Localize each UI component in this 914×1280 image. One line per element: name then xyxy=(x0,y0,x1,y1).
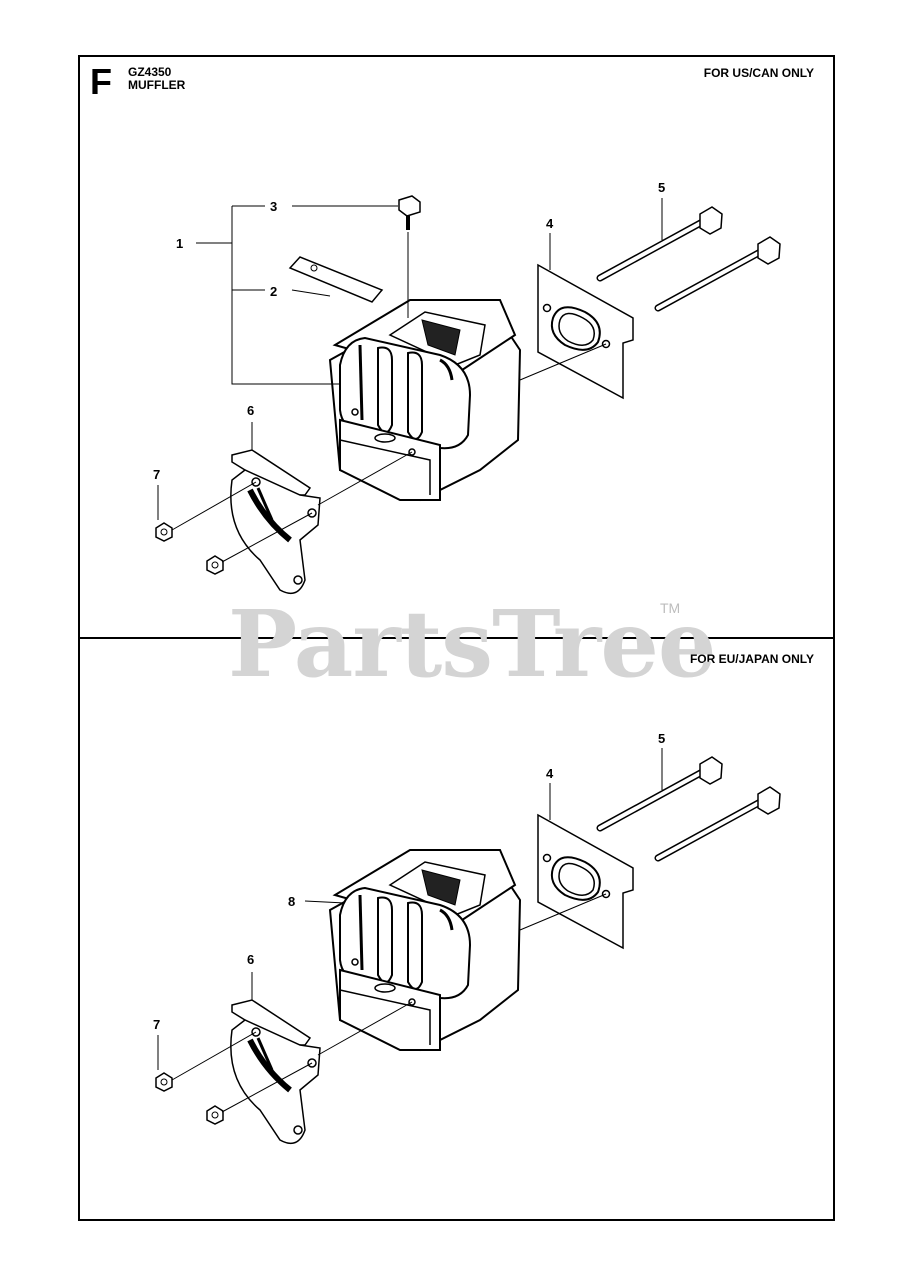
nut-part xyxy=(155,522,173,542)
callout-6: 6 xyxy=(247,952,254,967)
bolt-part xyxy=(600,757,722,828)
nut-part xyxy=(155,1072,173,1092)
watermark-trademark: TM xyxy=(660,600,681,616)
nut-part xyxy=(206,555,224,575)
callout-6: 6 xyxy=(247,403,254,418)
callout-8: 8 xyxy=(288,894,295,909)
callout-4: 4 xyxy=(546,216,554,231)
bracket-part xyxy=(231,1000,320,1143)
model-number: GZ4350 xyxy=(128,65,172,79)
panel-eu-japan-drawing xyxy=(155,748,780,1143)
muffler-part xyxy=(328,298,522,502)
callout-4: 4 xyxy=(546,766,554,781)
gasket-part xyxy=(537,264,634,399)
nut-part xyxy=(206,1105,224,1125)
callout-7: 7 xyxy=(153,1017,160,1032)
muffler-part xyxy=(328,848,522,1052)
assembly-title: MUFFLER xyxy=(128,78,186,92)
panel-divider xyxy=(78,637,835,639)
callout-3: 3 xyxy=(270,199,277,214)
bolt-part xyxy=(658,237,780,308)
bolt-part xyxy=(658,787,780,858)
bolt-part xyxy=(600,207,722,278)
callout-5: 5 xyxy=(658,180,665,195)
bracket-part xyxy=(231,450,320,593)
callout-1: 1 xyxy=(176,236,183,251)
callout-5: 5 xyxy=(658,731,665,746)
region-label-eu-japan: FOR EU/JAPAN ONLY xyxy=(689,652,814,666)
watermark: PartsTree xyxy=(228,590,716,698)
callout-2: 2 xyxy=(270,284,277,299)
screw-part xyxy=(398,195,421,230)
region-label-us-can: FOR US/CAN ONLY xyxy=(703,66,814,80)
section-letter: F xyxy=(90,61,112,102)
callout-7: 7 xyxy=(153,467,160,482)
panel-us-can-drawing xyxy=(155,195,780,593)
gasket-part xyxy=(537,814,634,949)
heat-shield-plate-part xyxy=(288,256,384,303)
